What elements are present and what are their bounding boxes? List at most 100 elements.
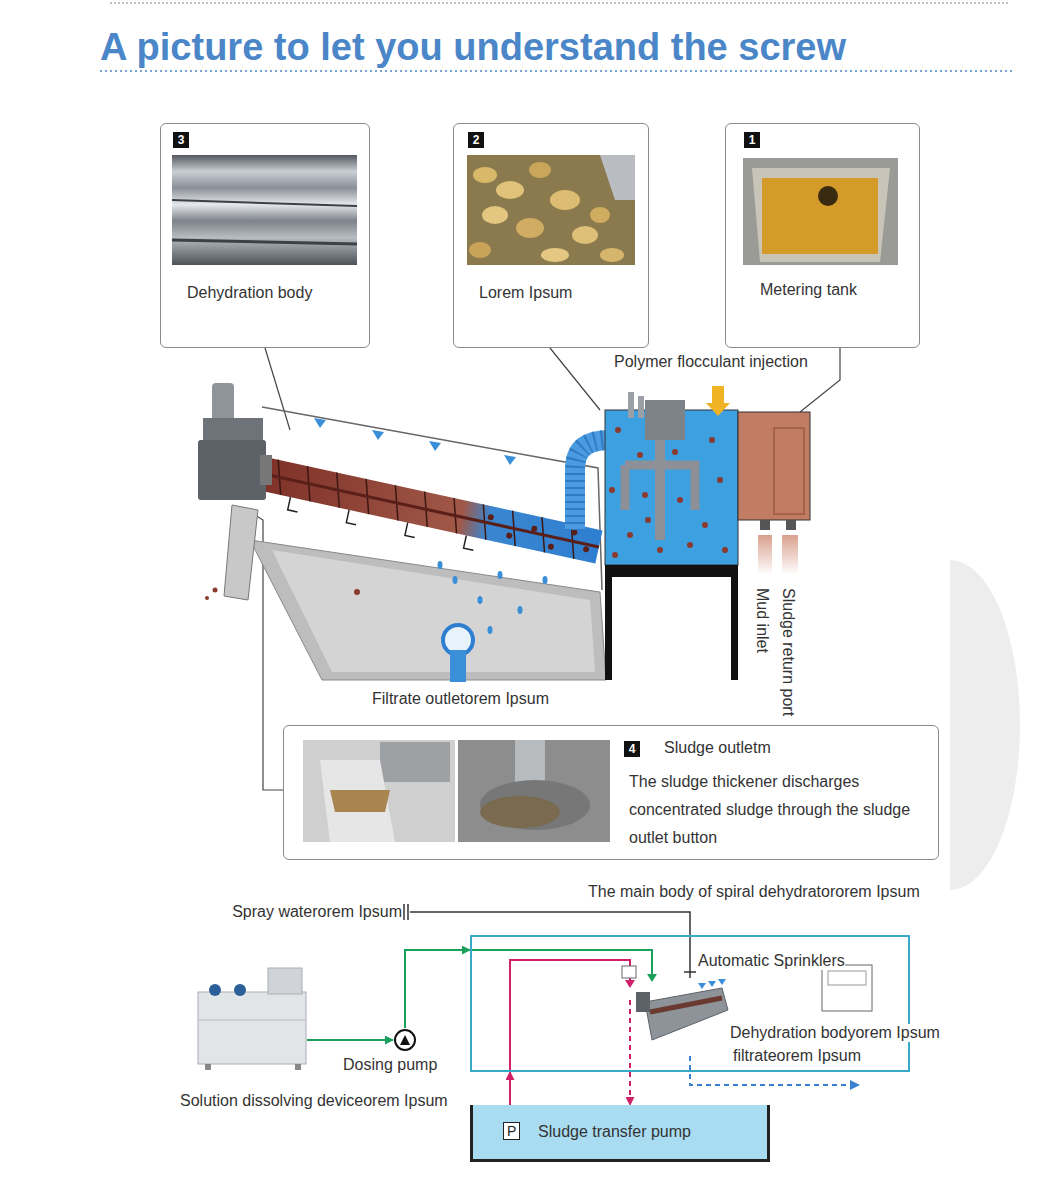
photo-sludge-outlet (303, 740, 455, 842)
spray-line (403, 904, 405, 920)
screw (531, 525, 538, 532)
dosing-pump-outline (393, 1028, 417, 1052)
motor (224, 505, 258, 600)
small-dehydrator (636, 992, 650, 1012)
mixing-tank (709, 437, 715, 443)
spray-line (410, 912, 690, 966)
drops (213, 588, 218, 593)
small-dehydrator (718, 979, 726, 985)
callout-number: 4 (624, 741, 640, 757)
drops (354, 589, 360, 595)
mixing-tank (625, 465, 695, 510)
drops (438, 561, 443, 569)
part-label: filtrateorem Ipsum (733, 1047, 861, 1065)
part-label: Automatic Sprinklers (698, 952, 845, 970)
dissolving-device (198, 992, 306, 1064)
node-label: Metering tank (760, 281, 857, 299)
callout-number: 1 (744, 132, 760, 148)
dissolving-device (209, 984, 221, 996)
mixing-tank (628, 392, 634, 418)
dehydrator-region: The main body of spiral dehydratororem I… (470, 883, 928, 1072)
photo-sludge-outlet (480, 796, 560, 828)
mixing-tank (645, 400, 685, 440)
dissolving-device (198, 968, 306, 1070)
page-rules (100, 70, 1015, 72)
annotation: Polymer flocculant injection (614, 353, 808, 371)
small-dehydrator (645, 988, 728, 1040)
dosing-pump: Dosing pump (343, 1028, 446, 1083)
connector (307, 1039, 393, 1041)
photo-screw (172, 155, 357, 265)
metering-tank (782, 535, 798, 575)
connector (405, 950, 470, 1028)
node-label: Sludge outletm (664, 739, 771, 757)
mixing-tank (677, 497, 683, 503)
metering-tank (706, 386, 810, 575)
port-label: Sludge return port (779, 588, 797, 716)
photo-flocs (600, 155, 635, 200)
small-dehydrator (650, 998, 722, 1012)
leader-lines (550, 348, 600, 410)
small-dehydrator (828, 971, 866, 985)
mixing-tank (605, 565, 612, 680)
mixing-tank (605, 565, 738, 577)
metering-tank (758, 535, 772, 575)
photo-flocs (467, 155, 635, 265)
callout-number: 3 (173, 132, 189, 148)
photo-metering-tank (752, 168, 890, 262)
spray-line (684, 966, 696, 978)
small-dehydrator (822, 965, 872, 1011)
mixing-tank (609, 487, 615, 493)
metering-tank (786, 520, 796, 530)
page-title: A picture to let you understand the scre… (100, 26, 846, 70)
mixing-tank (609, 427, 728, 558)
callout-box: 2Lorem Ipsum (453, 123, 649, 348)
motor (198, 383, 272, 600)
small-dehydrator (708, 981, 716, 987)
dissolving-device-outline (195, 965, 307, 1071)
photo-screw (172, 155, 357, 265)
dissolving-device (234, 984, 246, 996)
node-label: Lorem Ipsum (479, 284, 572, 302)
connector (629, 1072, 631, 1105)
mixing-tank (605, 392, 738, 680)
node-label: Sludge transfer pump (538, 1123, 691, 1141)
mixing-tank (627, 532, 633, 538)
photo-flocs (600, 248, 624, 262)
dissolving-device (205, 1064, 211, 1070)
drops (488, 626, 493, 634)
small-dehydrator (698, 983, 706, 989)
trough (250, 540, 606, 680)
node-label: The main body of spiral dehydratororem I… (588, 883, 920, 901)
mixing-tank (687, 542, 693, 548)
process-lines (625, 980, 635, 988)
pump-symbol (400, 1035, 410, 1045)
spray-line (407, 904, 409, 920)
motor (212, 383, 234, 423)
sprinklers (504, 455, 516, 465)
photo-flocs (469, 242, 491, 258)
metering-tank (760, 520, 770, 530)
screw (251, 455, 602, 563)
pump-symbol (395, 1030, 415, 1050)
drops (205, 561, 548, 634)
spray-line (404, 904, 696, 978)
drops (205, 596, 209, 600)
drops (478, 596, 483, 604)
trough (450, 650, 466, 682)
photo-sludge-outlet (380, 742, 450, 782)
drops (498, 571, 503, 579)
photo-flocs (541, 248, 569, 262)
photo-metering-tank (818, 186, 838, 206)
photo-screw (172, 200, 357, 206)
photo-sludge-outlet (320, 760, 395, 842)
motor (260, 455, 272, 485)
process-lines (629, 1000, 631, 1072)
process-lines (647, 974, 657, 982)
photo-screw (172, 240, 357, 244)
callout-box: 1Metering tank (725, 123, 920, 348)
leader-lines (255, 348, 840, 790)
small-dehydrator (622, 966, 636, 978)
mixing-tank (657, 547, 663, 553)
